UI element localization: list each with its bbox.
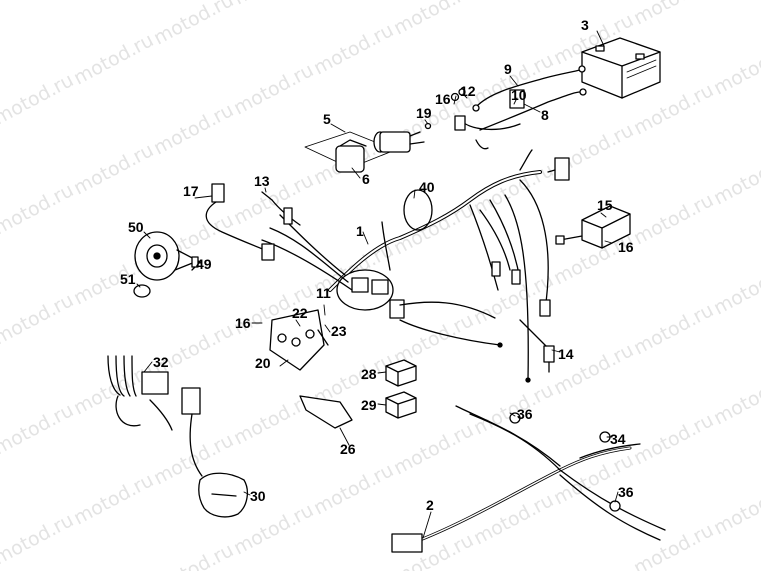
callout-c34: 34 <box>610 431 626 447</box>
relay <box>385 359 417 387</box>
battery <box>581 37 661 99</box>
callout-c14: 14 <box>558 346 574 362</box>
callout-c36a: 36 <box>517 406 533 422</box>
main-harness <box>261 149 570 383</box>
callout-c50: 50 <box>128 219 144 235</box>
rear-harness <box>391 405 666 553</box>
battery-cables <box>472 65 587 131</box>
callout-c16b: 16 <box>618 239 634 255</box>
horn-lead <box>205 183 275 261</box>
callout-c23: 23 <box>331 323 347 339</box>
callout-c2: 2 <box>426 497 434 513</box>
callout-c36b: 36 <box>618 484 634 500</box>
callout-c11: 11 <box>316 285 331 301</box>
callout-c17: 17 <box>183 183 199 199</box>
pressure-switch <box>519 319 555 373</box>
horn <box>134 231 201 281</box>
fuse-bracket <box>269 309 329 371</box>
handlebar-switch <box>181 387 249 518</box>
callout-c20: 20 <box>255 355 271 371</box>
clamp-ring <box>403 189 433 231</box>
callout-c29: 29 <box>361 397 377 413</box>
horn-nut <box>133 284 151 298</box>
starter-relay <box>304 122 432 173</box>
fuse-holder <box>450 88 521 150</box>
callout-c32: 32 <box>153 354 169 370</box>
callout-c19: 19 <box>416 105 432 121</box>
callout-c15: 15 <box>597 197 613 213</box>
callout-c9: 9 <box>504 61 512 77</box>
connector-cable <box>107 355 173 431</box>
callout-c13: 13 <box>254 173 270 189</box>
callout-c40: 40 <box>419 179 435 195</box>
callout-c10: 10 <box>511 87 527 103</box>
callout-c3: 3 <box>581 17 589 33</box>
callout-c28: 28 <box>361 366 377 382</box>
callout-c5: 5 <box>323 111 331 127</box>
callout-c8: 8 <box>541 107 549 123</box>
callout-c49: 49 <box>196 256 212 272</box>
callout-c12: 12 <box>460 83 476 99</box>
callout-c6: 6 <box>362 171 370 187</box>
callout-c51: 51 <box>120 271 136 287</box>
sensor <box>261 191 301 226</box>
relay-2 <box>385 391 417 419</box>
callout-c30: 30 <box>250 488 266 504</box>
callout-c22: 22 <box>292 305 308 321</box>
callout-c16c: 16 <box>235 315 251 331</box>
callout-c1: 1 <box>356 223 364 239</box>
callout-c16a: 16 <box>435 91 451 107</box>
mount-plate <box>299 395 353 429</box>
callout-c26: 26 <box>340 441 356 457</box>
leader-lines <box>136 30 619 539</box>
